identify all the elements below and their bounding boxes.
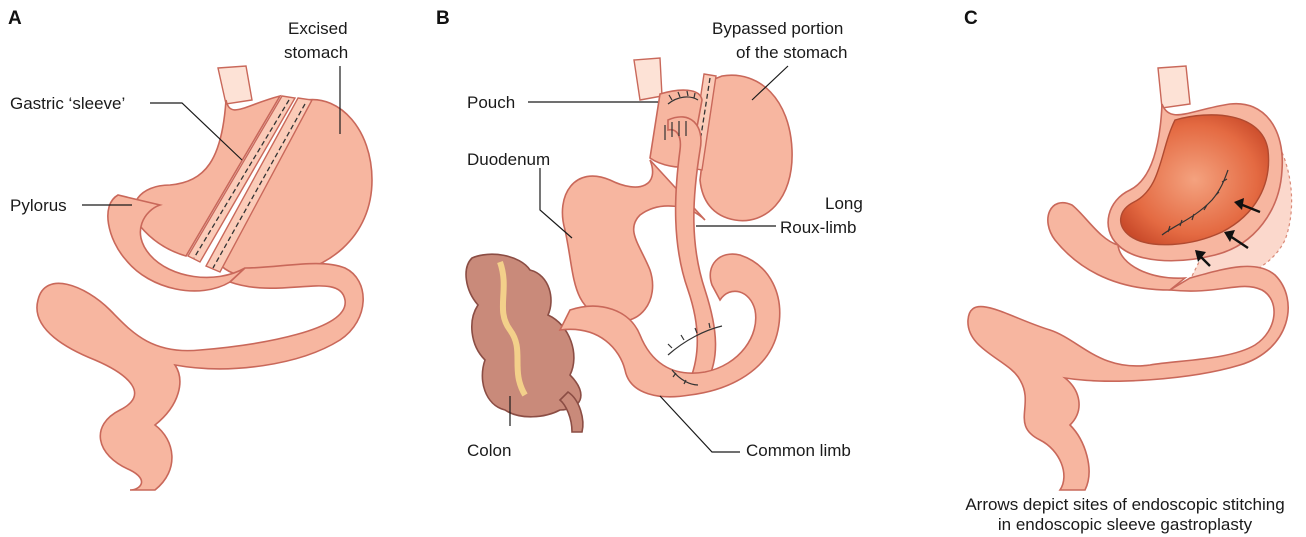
panel-a: A Excised stomach Gastric ‘sleeve’ Pylor… bbox=[8, 8, 372, 490]
caption-c-2: in endoscopic sleeve gastroplasty bbox=[998, 515, 1253, 534]
label-bypassed-1: Bypassed portion bbox=[712, 19, 843, 38]
label-duodenum: Duodenum bbox=[467, 150, 550, 169]
label-pouch: Pouch bbox=[467, 93, 515, 112]
label-excised-stomach-1: Excised bbox=[288, 19, 348, 38]
label-colon: Colon bbox=[467, 441, 511, 460]
intestine-c bbox=[968, 266, 1288, 490]
label-bypassed-2: of the stomach bbox=[736, 43, 848, 62]
intestine-a bbox=[37, 264, 363, 490]
esophagus-b bbox=[634, 58, 662, 100]
label-excised-stomach-2: stomach bbox=[284, 43, 348, 62]
label-gastric-sleeve: Gastric ‘sleeve’ bbox=[10, 94, 125, 113]
bypassed-stomach bbox=[700, 75, 792, 220]
caption-c-1: Arrows depict sites of endoscopic stitch… bbox=[965, 495, 1284, 514]
panel-b-letter: B bbox=[436, 8, 450, 29]
panel-a-letter: A bbox=[8, 8, 22, 29]
panel-b: B Bypassed portion of the stomach Pouch bbox=[436, 8, 863, 460]
label-long-2: Roux-limb bbox=[780, 218, 857, 237]
leader-common-limb bbox=[660, 396, 740, 452]
label-pylorus: Pylorus bbox=[10, 196, 67, 215]
esophagus-a bbox=[218, 66, 252, 104]
panel-c-letter: C bbox=[964, 8, 978, 29]
label-long-1: Long bbox=[825, 194, 863, 213]
label-common-limb: Common limb bbox=[746, 441, 851, 460]
esophagus-c bbox=[1158, 66, 1190, 108]
panel-c: C Arrows depict sites of endoscopic stit… bbox=[964, 8, 1292, 534]
